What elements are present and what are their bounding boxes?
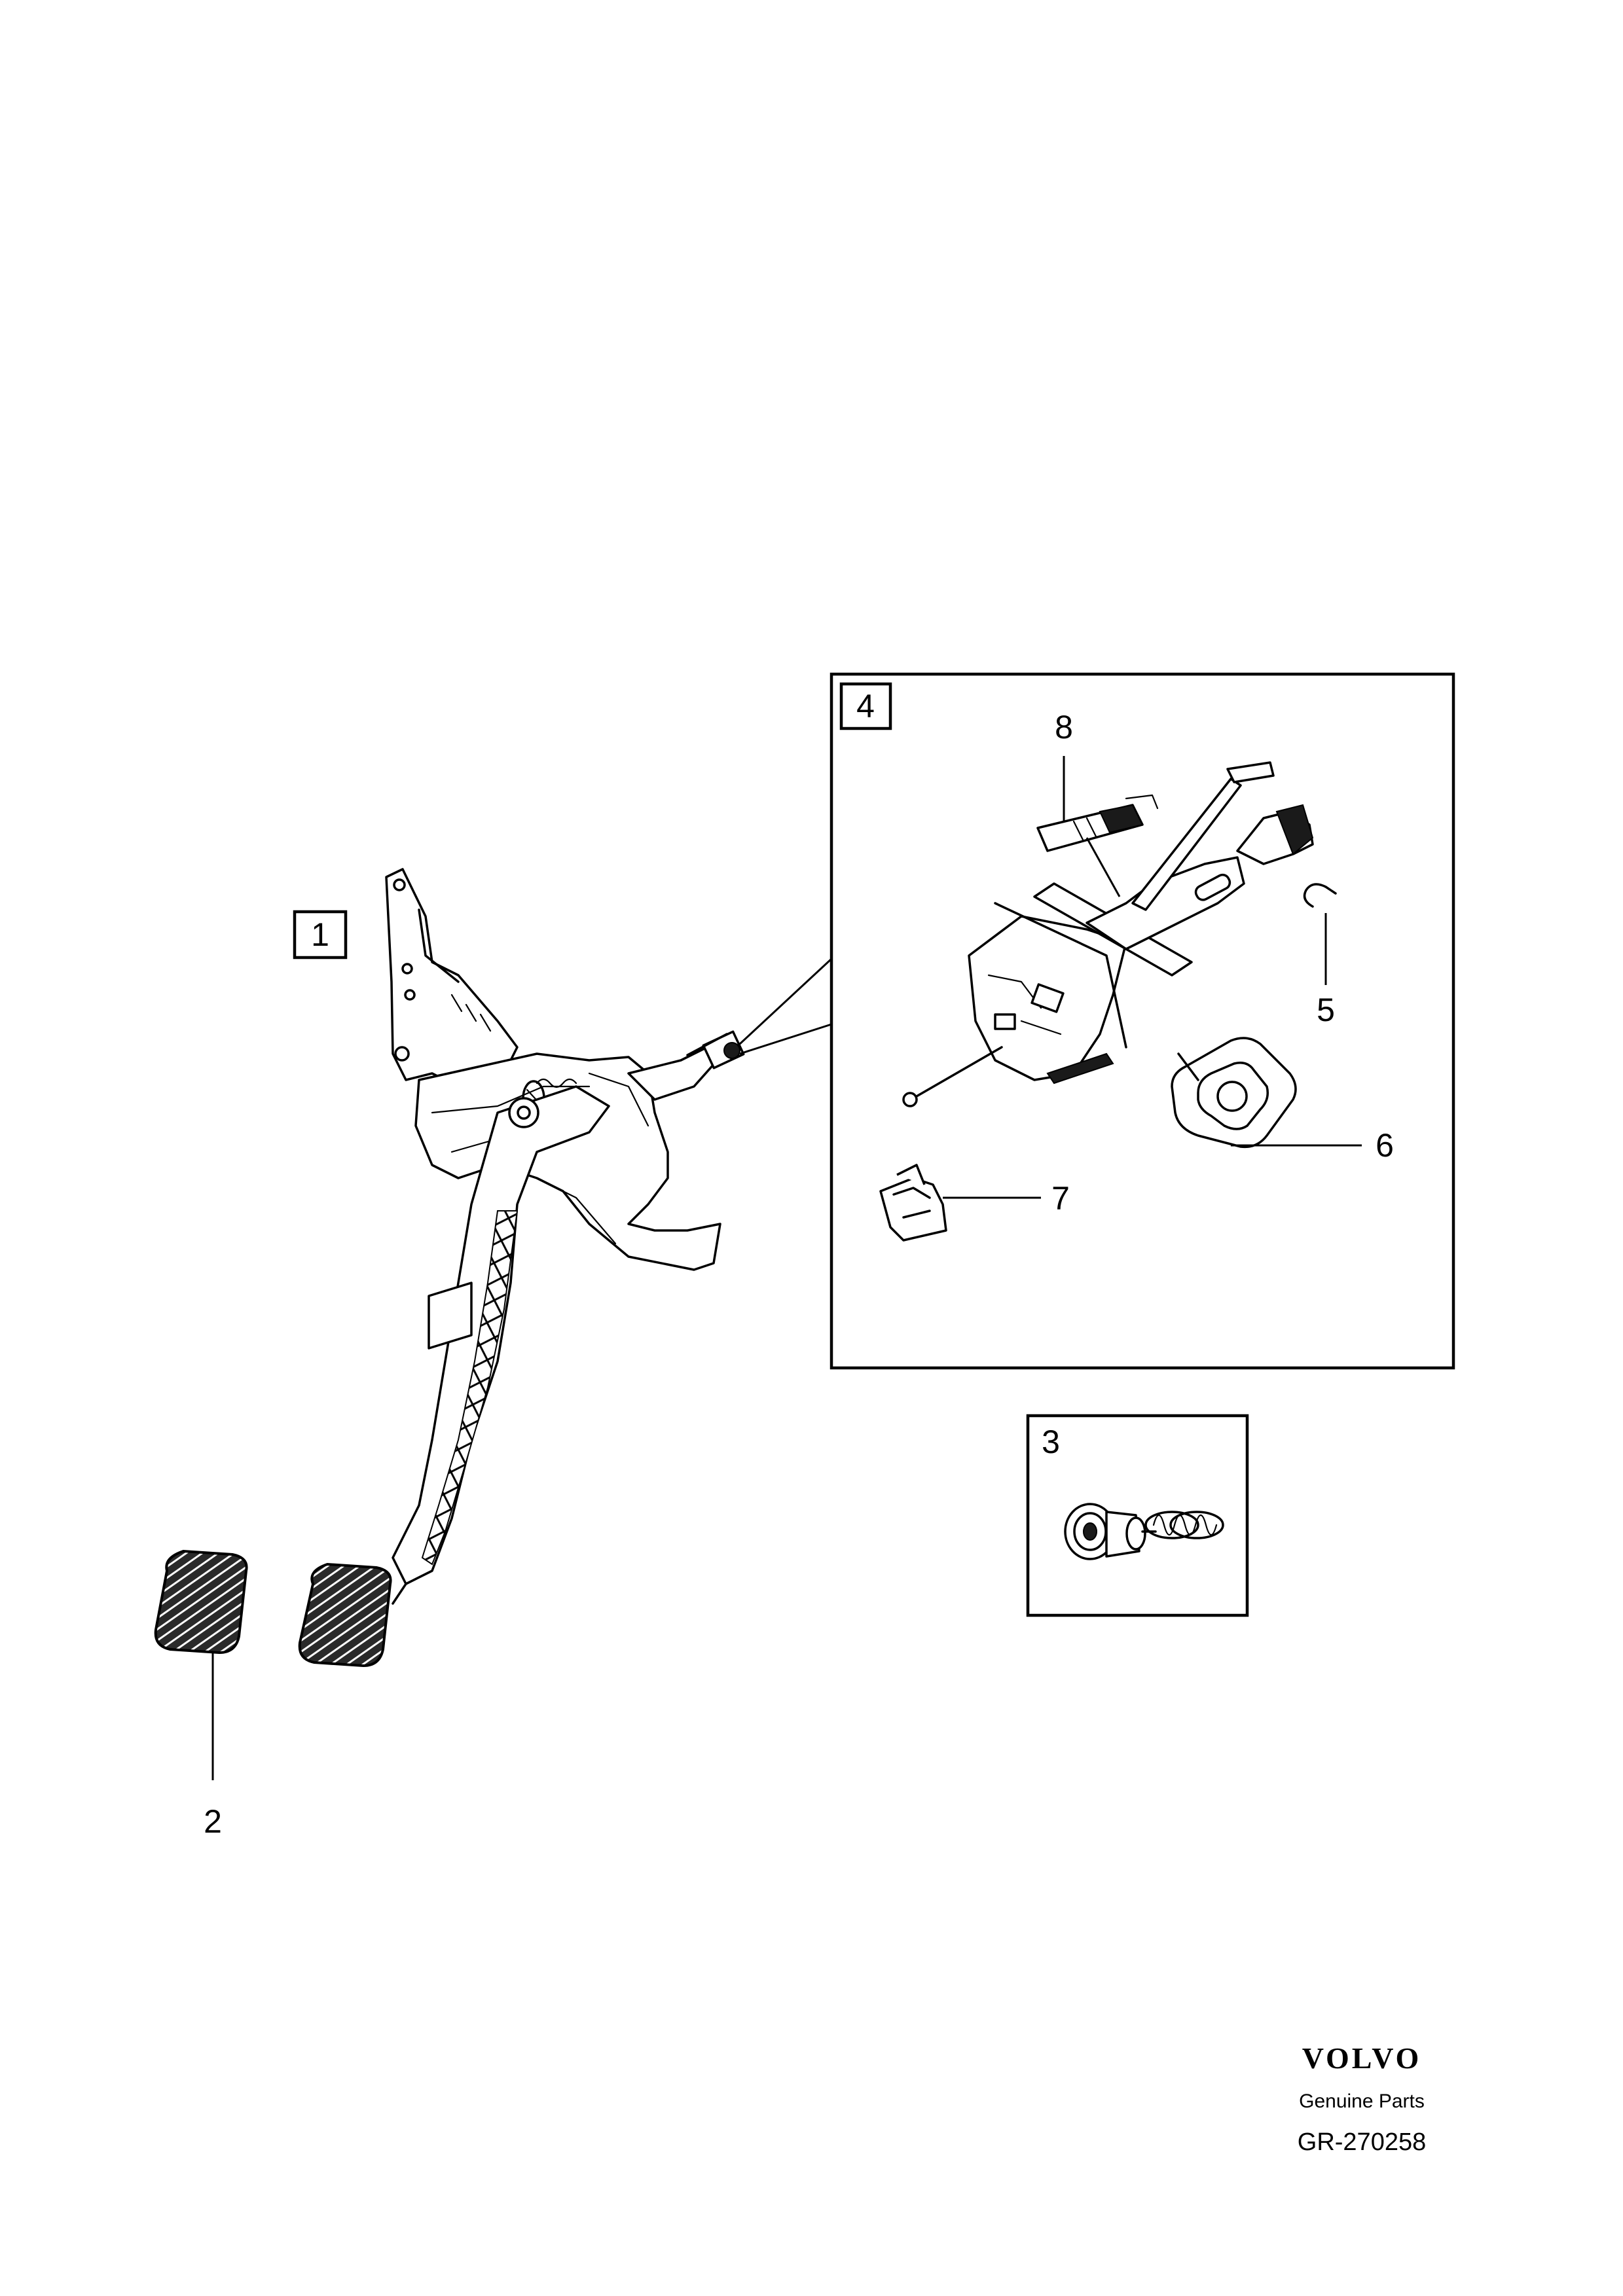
gasket-part-6 bbox=[1171, 1037, 1297, 1149]
spring-kit-part-3 bbox=[1064, 1503, 1224, 1560]
pedal-box-assembly bbox=[298, 868, 745, 1668]
callout-8: 8 bbox=[1055, 709, 1073, 745]
brand-subtitle: Genuine Parts bbox=[1299, 2090, 1425, 2112]
clip-part-5 bbox=[1303, 883, 1337, 908]
detail-box-4 bbox=[830, 672, 1455, 1370]
detail-box-3 bbox=[1026, 1414, 1249, 1617]
detail-connector bbox=[739, 679, 833, 1045]
connector-part-8 bbox=[1036, 794, 1159, 852]
clip-part-7 bbox=[879, 1164, 947, 1242]
callout-1: 1 bbox=[311, 916, 329, 953]
callout-5: 5 bbox=[1317, 992, 1335, 1028]
master-cylinder bbox=[902, 761, 1314, 1107]
callout-box-4 bbox=[839, 682, 892, 730]
callout-4: 4 bbox=[856, 688, 875, 725]
brand-logo: VOLVO bbox=[1302, 2041, 1422, 2075]
callout-7: 7 bbox=[1051, 1180, 1070, 1217]
callout-3: 3 bbox=[1042, 1424, 1060, 1460]
callout-box-1 bbox=[293, 910, 348, 960]
pedal-pad bbox=[154, 1549, 248, 1655]
callout-2: 2 bbox=[204, 1803, 222, 1840]
callout-6: 6 bbox=[1376, 1127, 1394, 1164]
diagram-reference: GR-270258 bbox=[1298, 2128, 1426, 2156]
